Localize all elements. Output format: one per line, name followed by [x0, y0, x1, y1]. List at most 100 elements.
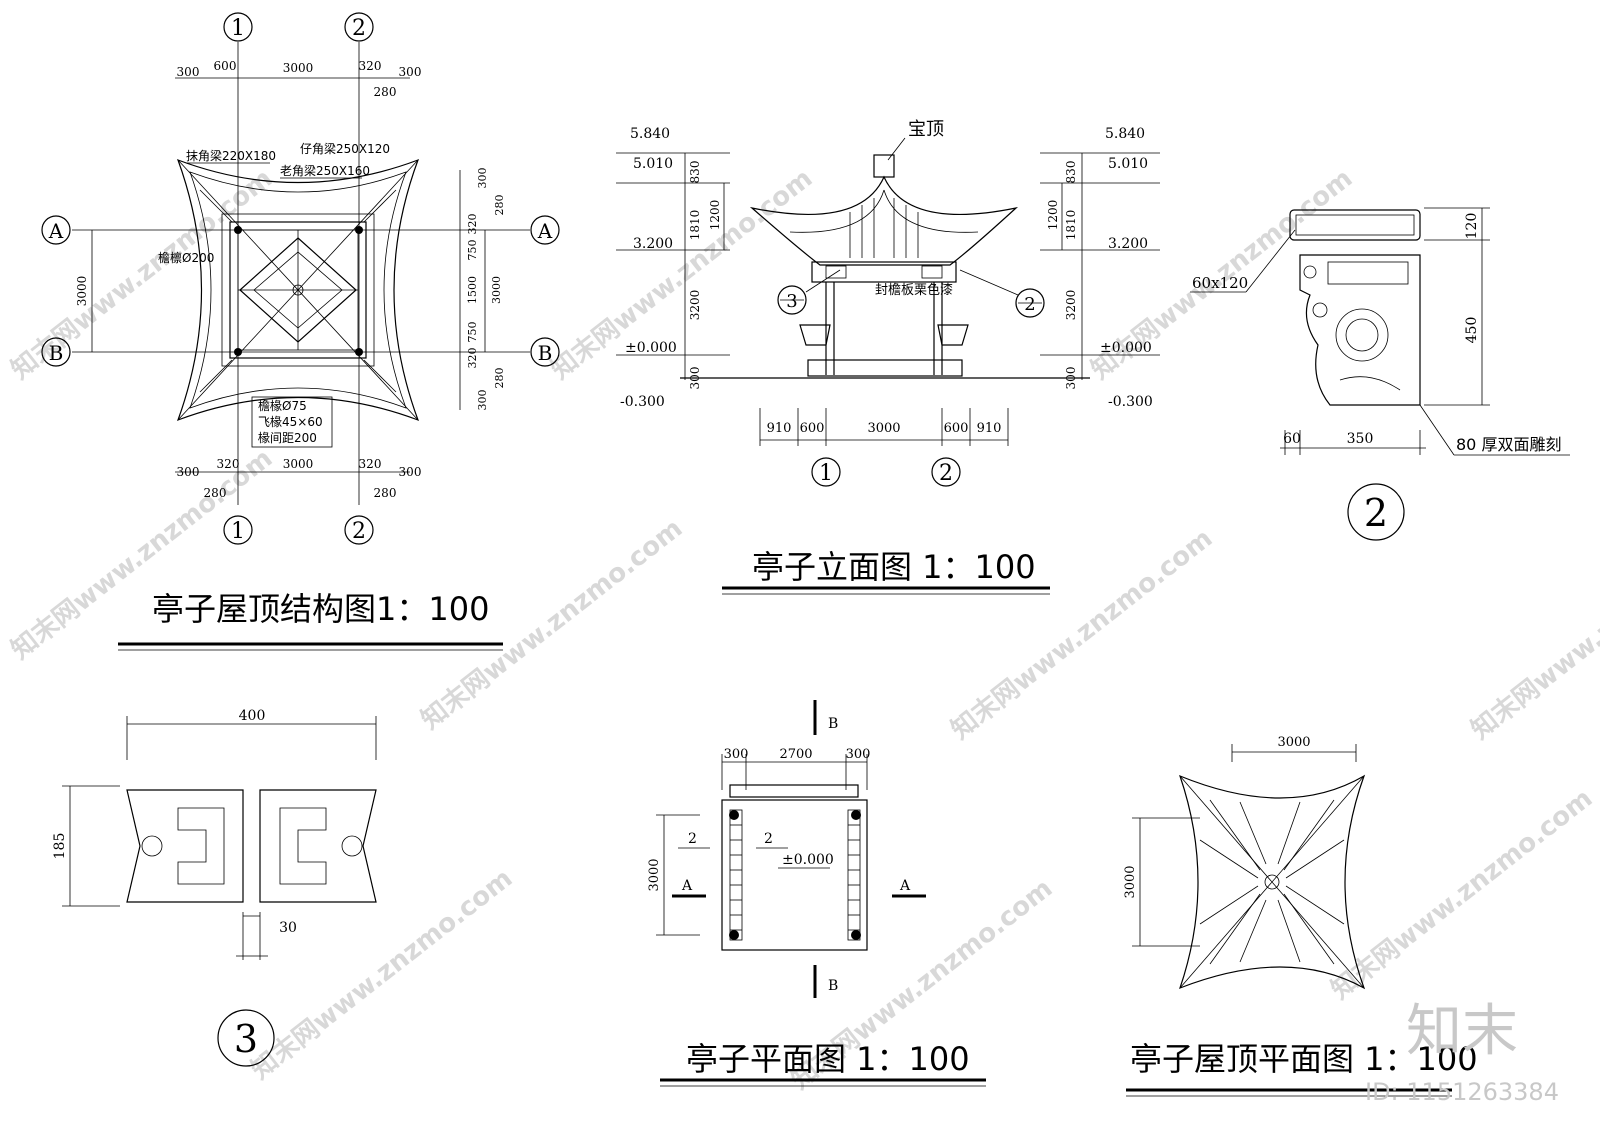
- annotation-text: 宝顶: [908, 119, 944, 140]
- level-label: -0.300: [620, 394, 665, 410]
- dim-label: 320: [359, 457, 382, 471]
- dim-label: 300: [476, 390, 489, 411]
- level-label: 5.010: [1108, 156, 1148, 172]
- section-label: B: [828, 716, 838, 732]
- dim-label: 280: [204, 486, 227, 500]
- dim-label: 400: [239, 708, 266, 724]
- roof-plan-hatch: [1199, 799, 1345, 965]
- grid-marker-1: [223, 515, 253, 545]
- dim-label: 3200: [688, 290, 702, 321]
- watermark-text: 知末网www.znzmo.com: [1326, 783, 1598, 1005]
- note-text: 老角梁250X160: [280, 163, 370, 178]
- note-text: 檐檩Ø200: [158, 250, 214, 265]
- dim-label: 30: [279, 920, 297, 936]
- dim-label: 320: [466, 214, 479, 235]
- detail-ref-2: [1015, 288, 1045, 318]
- dim-label: 1810: [688, 210, 702, 241]
- level-label: ±0.000: [782, 852, 834, 868]
- detail-ref-3: [777, 285, 807, 315]
- grid-label: A: [537, 219, 553, 243]
- grid-marker-2: [344, 12, 374, 42]
- dim-label: 2700: [779, 747, 812, 762]
- dim-label: 300: [177, 465, 200, 479]
- grid-marker-2: [344, 515, 374, 545]
- grid-marker-b: [41, 337, 71, 367]
- note-text: 抹角梁220X180: [186, 148, 276, 163]
- detail-number-label: 3: [234, 1017, 258, 1061]
- dim-label: 1200: [708, 200, 722, 231]
- dim-label: 300: [1064, 367, 1078, 390]
- drawing-title: 亭子屋顶平面图 1：100: [1130, 1040, 1478, 1078]
- grid-label: B: [538, 341, 553, 365]
- dim-label: 3000: [283, 61, 314, 75]
- annotation-text: 80 厚双面雕刻: [1456, 435, 1561, 454]
- grid-marker-b: [530, 337, 560, 367]
- dim-label: 300: [399, 465, 422, 479]
- annotation-text: 封檐板栗色漆: [875, 282, 953, 298]
- dim-label: 3000: [490, 276, 503, 304]
- detail-2-drawing: 120 450 60 350 60x120 80 厚双面雕刻 2: [1190, 207, 1570, 541]
- grid-label: B: [49, 341, 64, 365]
- note-text: 飞椽45×60: [258, 415, 323, 429]
- section-label: A: [681, 878, 693, 894]
- watermark-text: 知末网www.znzmo.com: [246, 863, 518, 1085]
- dim-label: 600: [800, 421, 825, 436]
- grid-marker-a: [530, 215, 560, 245]
- section-label: B: [828, 978, 838, 994]
- dim-label: 3000: [283, 457, 314, 471]
- detail-number-3: [217, 1009, 275, 1067]
- level-label: 5.010: [633, 156, 673, 172]
- drawing-title: 亭子立面图 1：100: [752, 548, 1036, 586]
- grid-marker-1: [811, 457, 841, 487]
- section-label: 2: [764, 831, 773, 847]
- dim-label: 300: [399, 65, 422, 79]
- dim-label: 300: [724, 747, 749, 762]
- watermark-text: 知末网www.znzmo.com: [546, 163, 818, 385]
- dim-label: 280: [493, 368, 506, 389]
- grid-label: 2: [352, 16, 366, 41]
- grid-marker-2: [931, 457, 961, 487]
- detail-ref-label: 2: [1024, 294, 1035, 315]
- dim-label: 1500: [466, 276, 479, 304]
- dim-label: 3000: [75, 276, 89, 307]
- detail-number-2: [1347, 483, 1405, 541]
- elevation-drawing: 宝顶 3 2 封檐板栗: [616, 119, 1160, 595]
- watermark-text: 知末网www.znzmo.com: [1466, 523, 1600, 745]
- section-label: 2: [688, 831, 697, 847]
- note-text: 檐椽Ø75: [258, 399, 307, 413]
- level-label: 5.840: [1105, 126, 1145, 142]
- dim-label: 60: [1283, 431, 1301, 447]
- level-label: 5.840: [630, 126, 670, 142]
- roof-plan-drawing: 3000 3000 亭子屋顶平面图 1：100: [1123, 735, 1478, 1097]
- detail-ref-label: 3: [786, 291, 797, 312]
- brand-logo-text: 知末: [1406, 999, 1518, 1064]
- note-text: 仔角梁250X120: [300, 141, 390, 156]
- dim-label: 1200: [1046, 200, 1060, 231]
- dim-label: 3000: [1277, 735, 1310, 750]
- dim-label: 300: [476, 168, 489, 189]
- roof-hatch: [849, 198, 919, 258]
- dim-label: 3000: [647, 858, 662, 891]
- grid-marker-1: [223, 12, 253, 42]
- grid-label: 1: [819, 461, 833, 486]
- dim-label: 600: [944, 421, 969, 436]
- drawing-title: 亭子平面图 1：100: [686, 1040, 970, 1078]
- dim-label: 910: [767, 421, 792, 436]
- dim-label: 300: [846, 747, 871, 762]
- annotation-text: 60x120: [1192, 274, 1248, 292]
- note-text: 椽间距200: [258, 431, 317, 445]
- dim-label: 350: [1347, 431, 1374, 447]
- watermark-text: 知末网www.znzmo.com: [6, 443, 278, 665]
- dim-label: 320: [466, 348, 479, 369]
- dim-label: 830: [1064, 161, 1078, 184]
- dim-label: 320: [359, 59, 382, 73]
- level-label: 3.200: [633, 236, 673, 252]
- dim-label: 185: [52, 833, 68, 860]
- level-label: -0.300: [1108, 394, 1153, 410]
- bench-hatch: [730, 824, 860, 931]
- grid-label: 2: [939, 461, 953, 486]
- dim-label: 3200: [1064, 290, 1078, 321]
- dim-label: 300: [688, 367, 702, 390]
- level-label: 3.200: [1108, 236, 1148, 252]
